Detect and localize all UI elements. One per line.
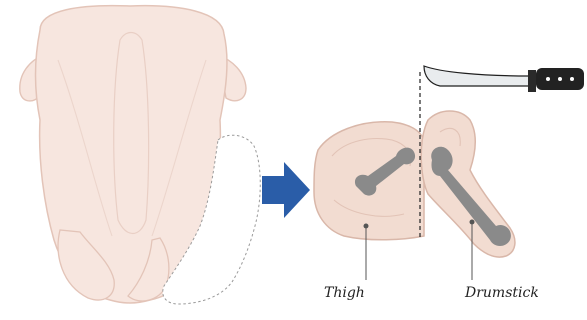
drumstick-label: Drumstick — [465, 285, 539, 301]
knife-icon — [424, 66, 584, 92]
thigh-label: Thigh — [324, 285, 365, 301]
knife-rivet — [558, 77, 562, 81]
drumstick-piece — [421, 111, 515, 257]
knife-rivet — [570, 77, 574, 81]
knife-blade — [424, 66, 530, 86]
knife-rivet — [546, 77, 550, 81]
whole-chicken — [20, 6, 260, 304]
knife-bolster — [528, 70, 536, 92]
thigh-piece — [314, 122, 424, 240]
right-arrow-icon — [262, 162, 310, 218]
